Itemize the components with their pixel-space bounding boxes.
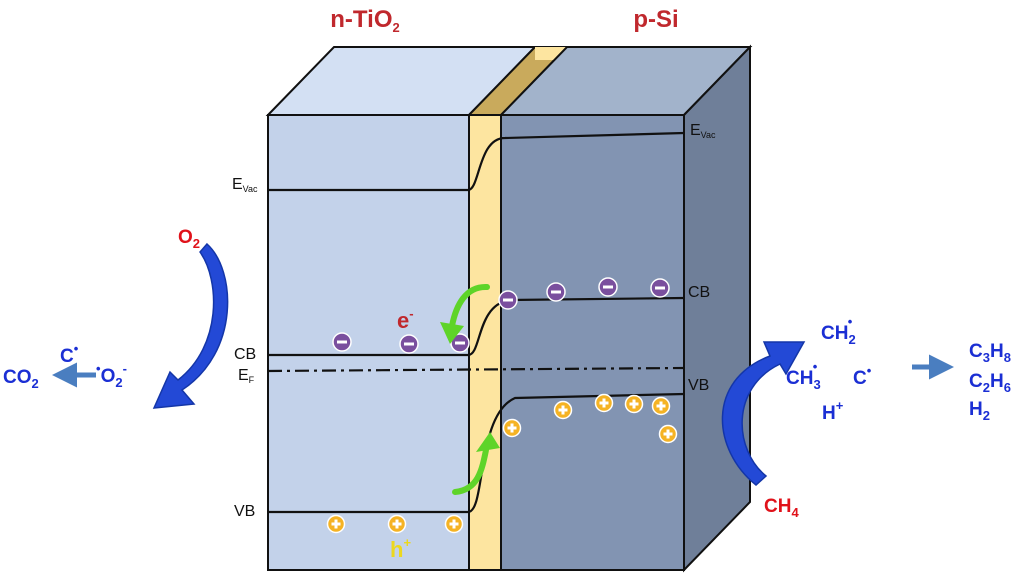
hole bbox=[658, 424, 678, 444]
material-label-si: p-Si bbox=[633, 6, 678, 33]
vb-label-right: VB bbox=[688, 377, 709, 394]
fermi-level bbox=[267, 366, 685, 373]
ch4-label: CH4 bbox=[764, 496, 799, 520]
c-radical-left: C• bbox=[60, 341, 79, 367]
hole bbox=[502, 418, 522, 438]
electron-label: e- bbox=[397, 306, 414, 333]
evac-label-left: EVac bbox=[232, 176, 258, 194]
ch2-radical: CH2• bbox=[821, 314, 856, 347]
tio2-front-face bbox=[267, 114, 470, 571]
hole bbox=[444, 514, 464, 534]
superoxide-radical: •O2- bbox=[96, 361, 127, 390]
electron bbox=[546, 282, 566, 302]
product-c2h6: C2H6 bbox=[969, 371, 1011, 395]
h-plus: H+ bbox=[822, 398, 844, 424]
vb-label-left: VB bbox=[234, 503, 255, 520]
electron bbox=[498, 290, 518, 310]
ch3-radical: CH3• bbox=[786, 359, 821, 392]
o2-label: O2 bbox=[178, 227, 200, 251]
methane-activation-arrow bbox=[721, 341, 806, 486]
hole bbox=[651, 396, 671, 416]
electron-transfer-arrow bbox=[440, 284, 490, 344]
interface-front-face bbox=[468, 114, 502, 571]
si-front-face bbox=[500, 114, 685, 571]
hole bbox=[594, 393, 614, 413]
electron bbox=[332, 332, 352, 352]
hole-transfer-arrow bbox=[452, 432, 500, 495]
c-radical-right: C• bbox=[853, 363, 872, 389]
co2-label: CO2 bbox=[3, 367, 39, 391]
cb-label-left: CB bbox=[234, 346, 256, 363]
hole bbox=[624, 394, 644, 414]
hole bbox=[387, 514, 407, 534]
electron bbox=[399, 334, 419, 354]
ef-label: EF bbox=[238, 367, 255, 385]
hole-label: h+ bbox=[390, 535, 411, 562]
holes bbox=[326, 393, 678, 534]
cb-label-right: CB bbox=[688, 284, 710, 301]
hole bbox=[553, 400, 573, 420]
electron bbox=[598, 277, 618, 297]
electron bbox=[650, 278, 670, 298]
evac-band bbox=[268, 131, 685, 192]
electrons bbox=[332, 277, 670, 354]
evac-label-right: EVac bbox=[690, 122, 716, 140]
hole bbox=[326, 514, 346, 534]
oxygen-reduction-arrow bbox=[152, 242, 229, 409]
product-h2: H2 bbox=[969, 399, 990, 423]
electron bbox=[450, 333, 470, 353]
material-label-tio2: n-TiO2 bbox=[330, 6, 399, 35]
product-c3h8: C3H8 bbox=[969, 341, 1011, 365]
interface-top-face-light bbox=[535, 47, 567, 60]
